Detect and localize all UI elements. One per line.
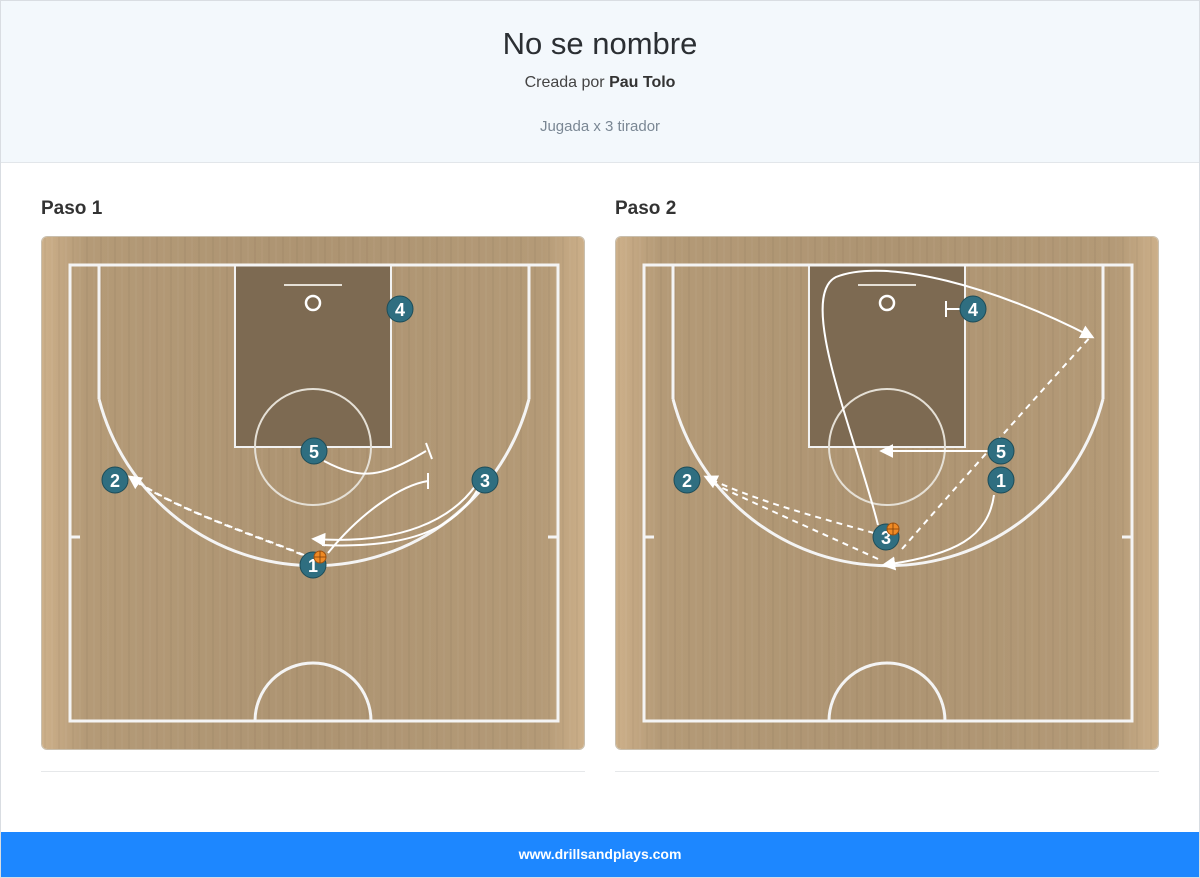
player-3-marker: 3 <box>872 522 900 551</box>
player-5-number: 5 <box>996 442 1006 462</box>
player-3-number: 3 <box>480 471 490 491</box>
player-2-number: 2 <box>110 471 120 491</box>
step-2-court: 4 5 1 2 3 <box>615 236 1159 750</box>
site-footer: www.drillsandplays.com <box>1 832 1199 877</box>
player-3-marker: 3 <box>471 466 499 494</box>
author-name: Pau Tolo <box>609 74 676 91</box>
player-3-number: 3 <box>881 528 891 548</box>
step-2-title: Paso 2 <box>615 198 677 219</box>
footer-site-link[interactable]: www.drillsandplays.com <box>518 846 682 862</box>
author-line: Creada por Pau Tolo <box>1 74 1199 92</box>
step-2-divider <box>615 771 1159 772</box>
player-4-marker: 4 <box>959 295 987 323</box>
play-title: No se nombre <box>502 26 698 61</box>
player-2-marker: 2 <box>673 466 701 494</box>
player-1-number: 1 <box>308 556 318 576</box>
player-2-number: 2 <box>682 471 692 491</box>
player-1-marker: 1 <box>987 466 1015 494</box>
player-1-marker: 1 <box>299 550 327 579</box>
player-5-marker: 5 <box>300 437 328 465</box>
basketball-icon <box>886 522 900 536</box>
step-1-divider <box>41 771 585 772</box>
play-description: Jugada x 3 tirador <box>539 118 661 135</box>
player-5-number: 5 <box>309 442 319 462</box>
created-by-label: Creada por <box>524 74 605 91</box>
player-4-number: 4 <box>395 300 405 320</box>
player-4-number: 4 <box>968 300 978 320</box>
player-5-marker: 5 <box>987 437 1015 465</box>
step-1-court: 4 5 2 3 1 <box>41 236 585 750</box>
play-header: No se nombre Creada por Pau Tolo Jugada … <box>1 1 1199 163</box>
player-1-number: 1 <box>996 471 1006 491</box>
basketball-icon <box>313 550 327 564</box>
player-2-marker: 2 <box>101 466 129 494</box>
player-4-marker: 4 <box>386 295 414 323</box>
step-1-title: Paso 1 <box>41 198 103 219</box>
